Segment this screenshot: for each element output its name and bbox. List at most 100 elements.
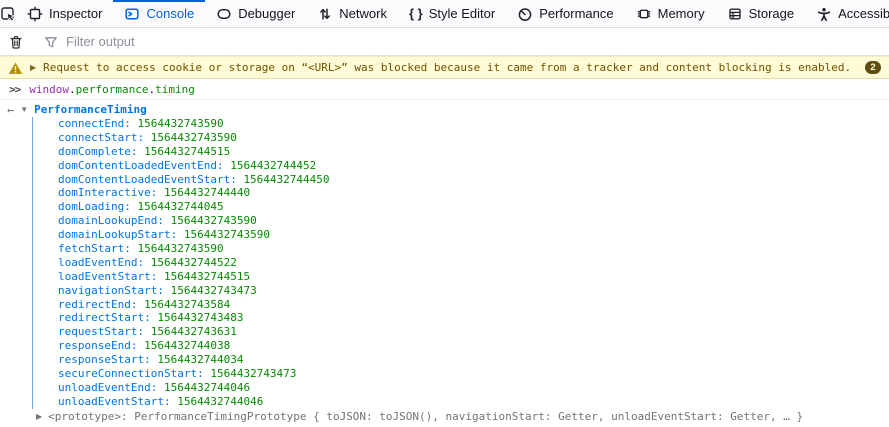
property-colon: :	[150, 380, 164, 394]
warning-count-badge: 2	[865, 61, 881, 74]
memory-icon	[636, 6, 652, 22]
network-icon	[317, 6, 333, 22]
filter-placeholder: Filter output	[66, 34, 135, 49]
accessibility-icon	[816, 6, 832, 22]
prototype-label: <prototype>	[48, 410, 122, 424]
property-value: 1564432743590	[137, 117, 224, 130]
object-property-row: unloadEventStart: 1564432744046	[33, 395, 889, 409]
tab-performance[interactable]: Performance	[506, 0, 624, 27]
tab-inspector[interactable]: Inspector	[16, 0, 113, 27]
warning-text: Request to access cookie or storage on “…	[43, 61, 852, 74]
tab-storage[interactable]: Storage	[716, 0, 806, 27]
object-property-row: fetchStart: 1564432743590	[33, 242, 889, 256]
property-value: 1564432744515	[144, 144, 231, 158]
property-colon: :	[157, 214, 171, 228]
property-value: 1564432743473	[170, 283, 257, 297]
property-name: domContentLoadedEventStart	[58, 172, 231, 186]
property-colon: :	[124, 117, 138, 130]
style-editor-icon: { }	[408, 6, 423, 21]
property-name: domainLookupStart	[58, 228, 171, 242]
property-name: redirectEnd	[58, 297, 131, 311]
property-name: domLoading	[58, 200, 125, 214]
property-name: responseEnd	[58, 339, 131, 353]
tab-memory[interactable]: Memory	[625, 0, 716, 27]
property-value: 1564432743584	[144, 297, 231, 311]
property-value: 1564432744452	[230, 158, 317, 172]
code-dot: .	[69, 82, 76, 96]
result-message: ← ▼ PerformanceTiming connectEnd: 156443…	[0, 100, 889, 425]
property-value: 1564432744450	[243, 172, 330, 186]
tab-label: Inspector	[49, 6, 103, 21]
property-colon: :	[230, 172, 244, 186]
object-property-row: loadEventEnd: 1564432744522	[33, 256, 889, 270]
tab-label: Network	[339, 6, 387, 21]
prototype-colon: :	[121, 410, 135, 424]
property-colon: :	[216, 158, 231, 172]
property-colon: :	[130, 339, 145, 353]
property-name: connectStart	[58, 130, 138, 144]
pick-element-button[interactable]	[0, 0, 16, 27]
tab-network[interactable]: Network	[306, 0, 398, 27]
property-value: 1564432744522	[150, 255, 237, 269]
property-name: requestStart	[58, 325, 138, 339]
prototype-value: PerformanceTimingPrototype { toJSON: toJ…	[134, 410, 804, 424]
property-name: unloadEventEnd	[58, 380, 151, 394]
warning-triangle-icon	[8, 61, 23, 75]
tab-debugger[interactable]: Debugger	[205, 0, 306, 27]
property-colon: :	[130, 144, 145, 158]
tab-accessibility[interactable]: Accessibility	[805, 0, 889, 27]
property-colon: :	[137, 325, 151, 339]
object-properties-list: connectEnd: 1564432743590 connectStart: …	[32, 117, 889, 409]
property-name: unloadEventStart	[58, 394, 164, 408]
property-name: domComplete	[58, 144, 131, 158]
property-colon: :	[137, 255, 151, 269]
prototype-expand-twisty-icon[interactable]: ▶	[36, 411, 43, 421]
code-member: performance	[75, 82, 149, 96]
property-colon: :	[157, 283, 171, 297]
object-property-row: domainLookupEnd: 1564432743590	[33, 214, 889, 228]
warning-message-row: ▶ Request to access cookie or storage on…	[0, 56, 889, 79]
object-property-row: unloadEventEnd: 1564432744046	[33, 381, 889, 395]
property-colon: :	[170, 228, 184, 242]
tab-label: Performance	[539, 6, 614, 21]
property-name: domContentLoadedEventEnd	[58, 158, 217, 172]
property-name: redirectStart	[58, 311, 145, 325]
property-value: 1564432743473	[210, 367, 297, 381]
prototype-line: <prototype>: PerformanceTimingPrototype …	[48, 410, 803, 423]
console-filter-bar: Filter output	[0, 28, 889, 56]
property-name: connectEnd	[58, 117, 125, 130]
code-dot: .	[148, 82, 156, 96]
object-collapse-twisty-icon[interactable]: ▼	[20, 104, 29, 114]
property-value: 1564432743590	[137, 242, 224, 256]
object-property-row: secureConnectionStart: 1564432743473	[33, 367, 889, 381]
object-property-row: responseEnd: 1564432744038	[33, 339, 889, 353]
property-name: fetchStart	[58, 242, 125, 256]
property-colon: :	[144, 311, 158, 325]
tab-style-editor[interactable]: { } Style Editor	[398, 0, 506, 27]
property-value: 1564432744045	[137, 200, 224, 214]
property-value: 1564432743590	[170, 214, 257, 228]
tab-label: Style Editor	[428, 6, 496, 21]
result-object-header: ← ▼ PerformanceTiming	[0, 102, 889, 117]
filter-output-input[interactable]: Filter output	[43, 34, 889, 50]
inspector-icon	[27, 6, 43, 22]
tab-label: Console	[146, 6, 195, 21]
code-member: timing	[155, 82, 195, 96]
property-value: 1564432744046	[163, 380, 251, 394]
property-colon: :	[197, 367, 211, 381]
property-colon: :	[124, 200, 138, 214]
object-property-row: connectStart: 1564432743590	[33, 131, 889, 145]
console-icon	[124, 6, 140, 22]
code-object: window	[29, 82, 69, 96]
warning-expand-twisty-icon[interactable]: ▶	[30, 62, 37, 72]
clear-console-button[interactable]	[0, 34, 32, 50]
tab-label: Accessibility	[838, 6, 889, 21]
tab-label: Storage	[748, 6, 795, 21]
property-colon: :	[150, 186, 164, 200]
storage-icon	[727, 6, 743, 22]
prototype-row: ▶ <prototype>: PerformanceTimingPrototyp…	[32, 409, 889, 425]
debugger-icon	[216, 6, 232, 22]
property-name: domInteractive	[58, 186, 151, 200]
tab-console[interactable]: Console	[113, 0, 205, 27]
tab-label: Debugger	[238, 6, 296, 21]
